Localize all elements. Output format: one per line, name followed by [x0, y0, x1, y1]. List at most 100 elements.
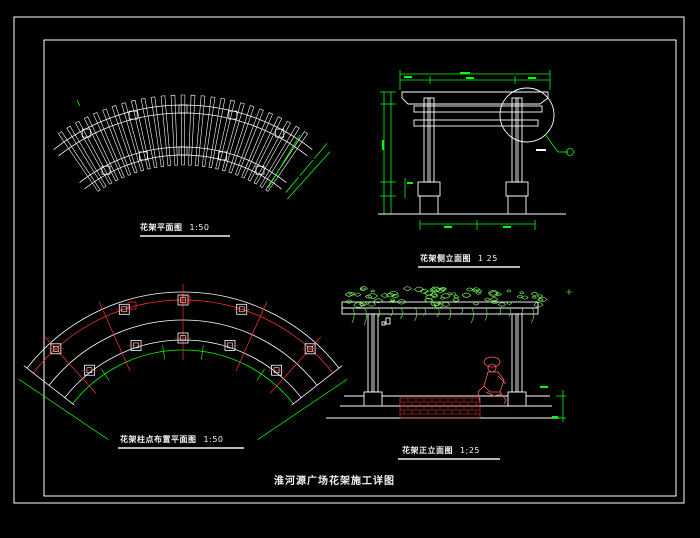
plan-slat: [195, 95, 206, 167]
plan-title: 花架平面图 1:50: [140, 222, 210, 233]
detail-callout: [544, 133, 574, 156]
vine-leaf: [440, 293, 451, 299]
plan-column: [178, 104, 188, 114]
vine-leaf: [530, 291, 539, 296]
vine-leaf: [385, 292, 395, 298]
plan-column: [138, 151, 148, 161]
plan-slat: [253, 120, 291, 185]
side-structure: [378, 87, 566, 215]
vine-leaf: [370, 289, 376, 293]
side-elevation-title: 花架侧立面图 1 25: [420, 253, 498, 264]
plan-slat: [130, 99, 151, 170]
hanging-vine: [436, 307, 440, 318]
column-tag: [127, 301, 137, 310]
vine-leaf: [488, 290, 499, 296]
sheet-title: 淮河源广场花架施工详图: [274, 476, 395, 487]
column-tag: [181, 295, 191, 304]
plan-dim-tick: [285, 176, 300, 193]
vine-leaf: [450, 292, 457, 296]
plan-slat: [180, 94, 186, 166]
vine-leaf: [490, 300, 499, 305]
side-elevation-name: 花架侧立面图: [420, 254, 471, 263]
hanging-vine: [400, 307, 403, 320]
vine-leaf: [476, 289, 483, 293]
vine-leaf: [537, 298, 544, 302]
vine-leaf: [364, 294, 373, 299]
plan-slat: [234, 108, 264, 176]
colplan-dim-radial: [257, 378, 348, 440]
vine-leaf: [536, 294, 544, 298]
front-dim-text-2: [552, 416, 558, 418]
plan-slat: [75, 120, 113, 185]
vine-leaf: [403, 286, 412, 291]
vine-leaf: [389, 298, 396, 302]
vine-leaf: [430, 301, 440, 307]
vine-leaf: [429, 292, 438, 297]
vine-leaf: [506, 301, 513, 305]
vine-leaf: [488, 291, 499, 297]
plan-dimensions: [76, 99, 331, 200]
vine-leaf: [353, 302, 365, 308]
colplan-dimensions: [18, 345, 348, 440]
vine-leaf: [531, 295, 537, 299]
hanging-vine: [531, 307, 535, 323]
plan-column: [228, 110, 238, 120]
red-radial-line: [98, 301, 131, 372]
vine-leaf: [497, 302, 507, 307]
plan-slat: [66, 125, 107, 189]
vine-foliage: [344, 286, 572, 326]
foliage-note: [566, 289, 572, 295]
hanging-vine: [460, 307, 463, 315]
plan-dim-tick: [313, 143, 328, 159]
vine-leaf: [389, 299, 396, 303]
vine-leaf: [519, 291, 525, 295]
vine-leaf: [359, 286, 368, 291]
vine-leaf: [441, 302, 451, 307]
vine-leaf: [367, 301, 376, 307]
vine-leaf: [358, 301, 368, 307]
hanging-vine: [484, 307, 488, 321]
plan-slat: [170, 94, 178, 166]
front-elevation-drawing: [326, 286, 572, 422]
callout-label: [536, 149, 546, 151]
vine-leaf: [359, 287, 366, 291]
outer-frame: [13, 16, 685, 504]
red-radial-line: [235, 301, 268, 372]
plan-slat: [160, 95, 171, 167]
vine-leaf: [433, 302, 444, 309]
hanging-vine: [414, 307, 418, 321]
colplan-dim-tick: [256, 368, 265, 381]
seated-figure: [477, 356, 507, 405]
plan-slat: [140, 97, 158, 169]
vine-leaf: [447, 292, 452, 295]
plan-slat: [228, 105, 255, 174]
plan-slat: [221, 102, 245, 172]
front-dim-text: [540, 386, 548, 388]
plan-slat: [150, 96, 165, 167]
column-plan-title: 花架柱点布置平面图 1:50: [120, 434, 224, 445]
plan-slat: [265, 131, 309, 192]
plan-slat: [247, 116, 283, 182]
plan-column: [178, 146, 188, 156]
band-end-cap: [291, 365, 343, 406]
vine-leaf: [452, 297, 460, 302]
vine-leaf: [396, 299, 407, 305]
plan-dim-line: [287, 151, 331, 200]
plan-slat: [57, 131, 101, 192]
hanging-vine: [508, 307, 512, 317]
vine-leaf: [475, 291, 482, 295]
vine-leaf: [472, 302, 480, 306]
inner-frame: [43, 39, 677, 497]
front-dimensions: [556, 390, 566, 422]
plan-slat: [201, 96, 216, 167]
plan-column: [128, 110, 138, 120]
hanging-vine: [498, 307, 502, 316]
plan-slat: [102, 108, 132, 176]
vine-leaf: [533, 302, 544, 308]
plan-slat: [92, 112, 125, 179]
hanging-vine: [363, 307, 367, 326]
plan-slat: [188, 94, 196, 166]
plan-column: [218, 151, 228, 161]
